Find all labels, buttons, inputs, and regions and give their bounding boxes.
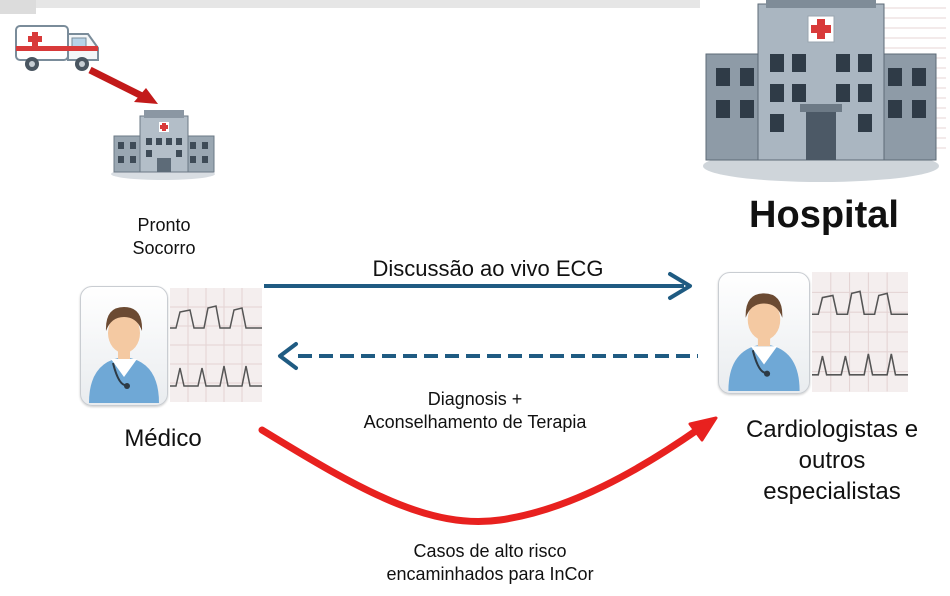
doctor-avatar-left bbox=[80, 286, 168, 406]
diagnosis-line2: Aconselhamento de Terapia bbox=[363, 411, 587, 432]
specialists-line1: Cardiologistas e bbox=[745, 416, 919, 443]
specialists-line2: outros bbox=[798, 447, 866, 475]
high-risk-line2: encaminhados para InCor bbox=[386, 563, 594, 584]
high-risk-line1: Casos de alto risco bbox=[413, 541, 567, 561]
top-decorative-bar bbox=[36, 0, 700, 8]
diagnosis-line1: Diagnosis + bbox=[427, 389, 523, 409]
ambulance-icon bbox=[15, 25, 99, 71]
diagnosis-label: Diagnosis + Aconselhamento de Terapia bbox=[320, 388, 630, 433]
pronto-socorro-line1: Pronto bbox=[137, 215, 191, 235]
top-decorative-corner bbox=[0, 0, 36, 14]
ambulance-to-er-arrow bbox=[88, 66, 158, 104]
medico-label: Médico bbox=[124, 425, 202, 452]
doctor-avatar-icon bbox=[89, 307, 159, 403]
doctor-avatar-right bbox=[718, 272, 810, 394]
large-hospital-icon bbox=[703, 0, 946, 182]
doctor-avatar-icon bbox=[728, 293, 800, 391]
high-risk-referral-arrow bbox=[258, 416, 718, 526]
specialists-label: Cardiologistas e outros especialistas bbox=[720, 414, 944, 508]
live-discussion-arrow bbox=[264, 272, 692, 300]
live-discussion-label: Discussão ao vivo ECG bbox=[372, 256, 604, 281]
hospital-title: Hospital bbox=[749, 194, 899, 236]
ecg-strip-left bbox=[170, 288, 262, 402]
small-hospital-icon bbox=[111, 110, 215, 180]
pronto-socorro-line2: Socorro bbox=[132, 237, 196, 258]
high-risk-label: Casos de alto risco encaminhados para In… bbox=[350, 540, 630, 585]
diagnosis-return-arrow bbox=[278, 342, 698, 370]
ecg-strip-icon bbox=[170, 288, 262, 402]
ecg-strip-right bbox=[812, 272, 908, 392]
pronto-socorro-label: Pronto Socorro bbox=[104, 214, 224, 259]
specialists-line3: especialistas bbox=[763, 478, 901, 506]
ecg-strip-icon bbox=[812, 272, 908, 392]
